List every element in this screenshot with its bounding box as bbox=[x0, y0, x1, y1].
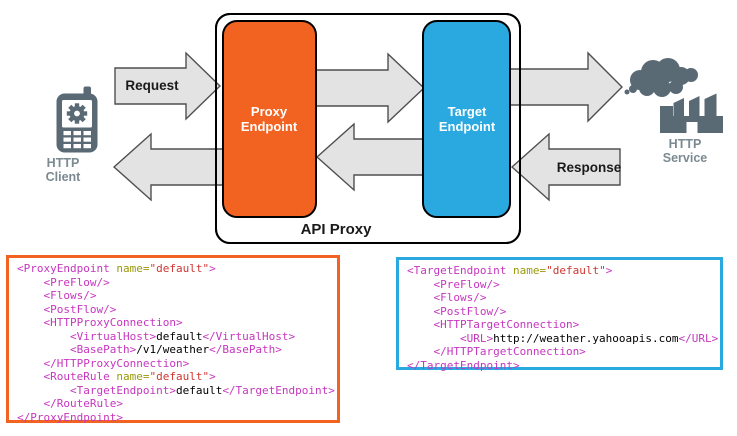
proxy-endpoint-label-line2: Endpoint bbox=[240, 118, 298, 134]
http-service-label: HTTP Service bbox=[635, 137, 735, 165]
proxy-endpoint-box bbox=[222, 20, 317, 218]
target-endpoint-box bbox=[422, 20, 511, 218]
code-line: <PostFlow/> bbox=[17, 302, 117, 316]
proxy-to-target-arrow bbox=[309, 52, 426, 124]
proxy-endpoint-label-line1: Proxy bbox=[250, 104, 288, 119]
code-line: </ProxyEndpoint> bbox=[17, 410, 123, 424]
request-arrow bbox=[114, 51, 222, 121]
diagram-canvas bbox=[56, 13, 723, 244]
http-client-label-line2: Client bbox=[45, 169, 81, 184]
http-client-icon bbox=[56, 86, 98, 153]
phone-keypad bbox=[63, 131, 91, 149]
factory-icon bbox=[660, 93, 723, 133]
response-arrow bbox=[510, 132, 621, 202]
http-client-label-line1: HTTP bbox=[46, 156, 80, 170]
target-endpoint-label: Target Endpoint bbox=[417, 104, 517, 134]
code-line: </TargetEndpoint> bbox=[407, 358, 520, 372]
code-line: <HTTPProxyConnection> bbox=[17, 316, 183, 329]
code-line: <PreFlow/> bbox=[407, 277, 500, 291]
api-proxy-label: API Proxy bbox=[300, 221, 372, 238]
code-line: </HTTPTargetConnection> bbox=[407, 345, 586, 358]
http-client-label: HTTP Client bbox=[13, 156, 113, 184]
code-line: <HTTPTargetConnection> bbox=[407, 318, 580, 331]
proxy-endpoint-code-block: <ProxyEndpoint name="default"> <PreFlow/… bbox=[6, 255, 340, 424]
code-line: <TargetEndpoint>default</TargetEndpoint> bbox=[17, 383, 335, 397]
service-request-arrow bbox=[499, 51, 623, 123]
code-line: <Flows/> bbox=[17, 289, 97, 302]
factory-door bbox=[686, 122, 698, 133]
target-endpoint-label-line1: Target bbox=[447, 104, 487, 119]
code-line: <RouteRule name="default"> bbox=[17, 370, 216, 383]
code-line: <PreFlow/> bbox=[17, 275, 110, 289]
proxy-endpoint-label: Proxy Endpoint bbox=[219, 104, 319, 134]
code-line: <Flows/> bbox=[407, 291, 487, 304]
code-line: <VirtualHost>default</VirtualHost> bbox=[17, 329, 296, 343]
smoke-cloud-icon bbox=[624, 58, 698, 97]
api-proxy-container-border bbox=[215, 13, 521, 244]
code-line: <BasePath>/v1/weather</BasePath> bbox=[17, 343, 282, 356]
code-line: <ProxyEndpoint name="default"> bbox=[17, 262, 216, 275]
code-line: </HTTPProxyConnection> bbox=[17, 356, 190, 370]
http-service-label-line1: HTTP bbox=[668, 137, 702, 151]
code-line: <PostFlow/> bbox=[407, 304, 507, 318]
http-service-icon bbox=[624, 58, 723, 133]
code-line: </RouteRule> bbox=[17, 397, 123, 410]
response-label: Response bbox=[556, 160, 622, 175]
code-line: <URL>http://weather.yahooapis.com</URL> bbox=[407, 331, 719, 345]
target-endpoint-label-line2: Endpoint bbox=[438, 118, 496, 134]
target-endpoint-code-block: <TargetEndpoint name="default"> <PreFlow… bbox=[396, 257, 723, 372]
gear-icon bbox=[66, 103, 88, 124]
code-line: <TargetEndpoint name="default"> bbox=[407, 264, 613, 277]
http-service-label-line2: Service bbox=[662, 150, 708, 165]
request-label: Request bbox=[125, 78, 179, 93]
